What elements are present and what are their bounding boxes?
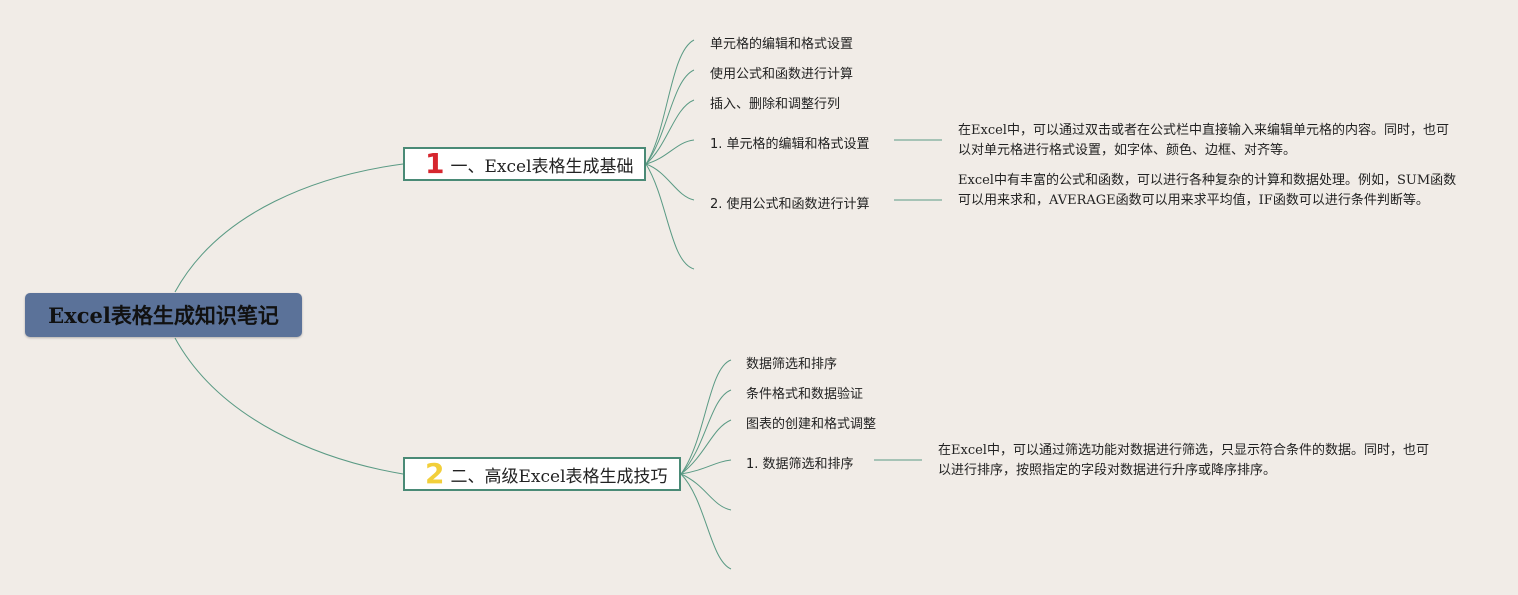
branch-topic-label: 一、Excel表格生成基础 [450,156,634,177]
branch-topic-advanced[interactable]: 2 二、高级Excel表格生成技巧 [403,457,681,491]
connector-b2-item2 [680,389,732,475]
subtopic-filter-sort-detail[interactable]: 1. 数据筛选和排序 [746,457,854,472]
connector-b1-item1 [645,39,695,165]
connector-b1-item6 [645,163,695,270]
connector-b2-item6 [680,473,732,570]
connector-root-branch2 [174,337,404,475]
subtopic-cell-editing-detail[interactable]: 1. 单元格的编辑和格式设置 [710,137,870,152]
subtopic-rows-columns[interactable]: 插入、删除和调整行列 [710,97,841,112]
subtopic-formulas-detail[interactable]: 2. 使用公式和函数进行计算 [710,197,870,212]
note-formulas: Excel中有丰富的公式和函数，可以进行各种复杂的计算和数据处理。例如，SUM函… [958,173,1457,208]
root-topic-label: Excel表格生成知识笔记 [48,303,279,328]
subtopic-formulas[interactable]: 使用公式和函数进行计算 [710,67,854,82]
subtopic-cell-editing[interactable]: 单元格的编辑和格式设置 [710,37,854,52]
subtopic-charts[interactable]: 图表的创建和格式调整 [746,417,877,432]
connector-b1-item2 [645,69,695,165]
connector-b2-item1 [680,359,732,475]
branch-topic-label: 二、高级Excel表格生成技巧 [450,466,668,487]
connector-b2-item4 [680,459,732,475]
note-filter-sort: 在Excel中，可以通过筛选功能对数据进行筛选，只显示符合条件的数据。同时，也可… [938,443,1429,478]
connector-b2-item5 [680,473,732,511]
connector-b2-item3 [680,419,732,475]
connector-b1-item3 [645,99,695,165]
connector-root-branch1 [174,163,404,293]
connector-b1-item5 [645,163,695,201]
subtopic-conditional-format[interactable]: 条件格式和数据验证 [746,387,864,402]
subtopic-filter-sort[interactable]: 数据筛选和排序 [746,357,838,372]
note-cell-editing: 在Excel中，可以通过双击或者在公式栏中直接输入来编辑单元格的内容。同时，也可… [958,123,1449,158]
number-1-icon: 1 [425,147,445,180]
root-topic[interactable]: Excel表格生成知识笔记 [25,293,302,337]
connector-b1-item4 [645,139,695,165]
branch-topic-basics[interactable]: 1 一、Excel表格生成基础 [403,147,646,181]
number-2-icon: 2 [425,457,445,490]
